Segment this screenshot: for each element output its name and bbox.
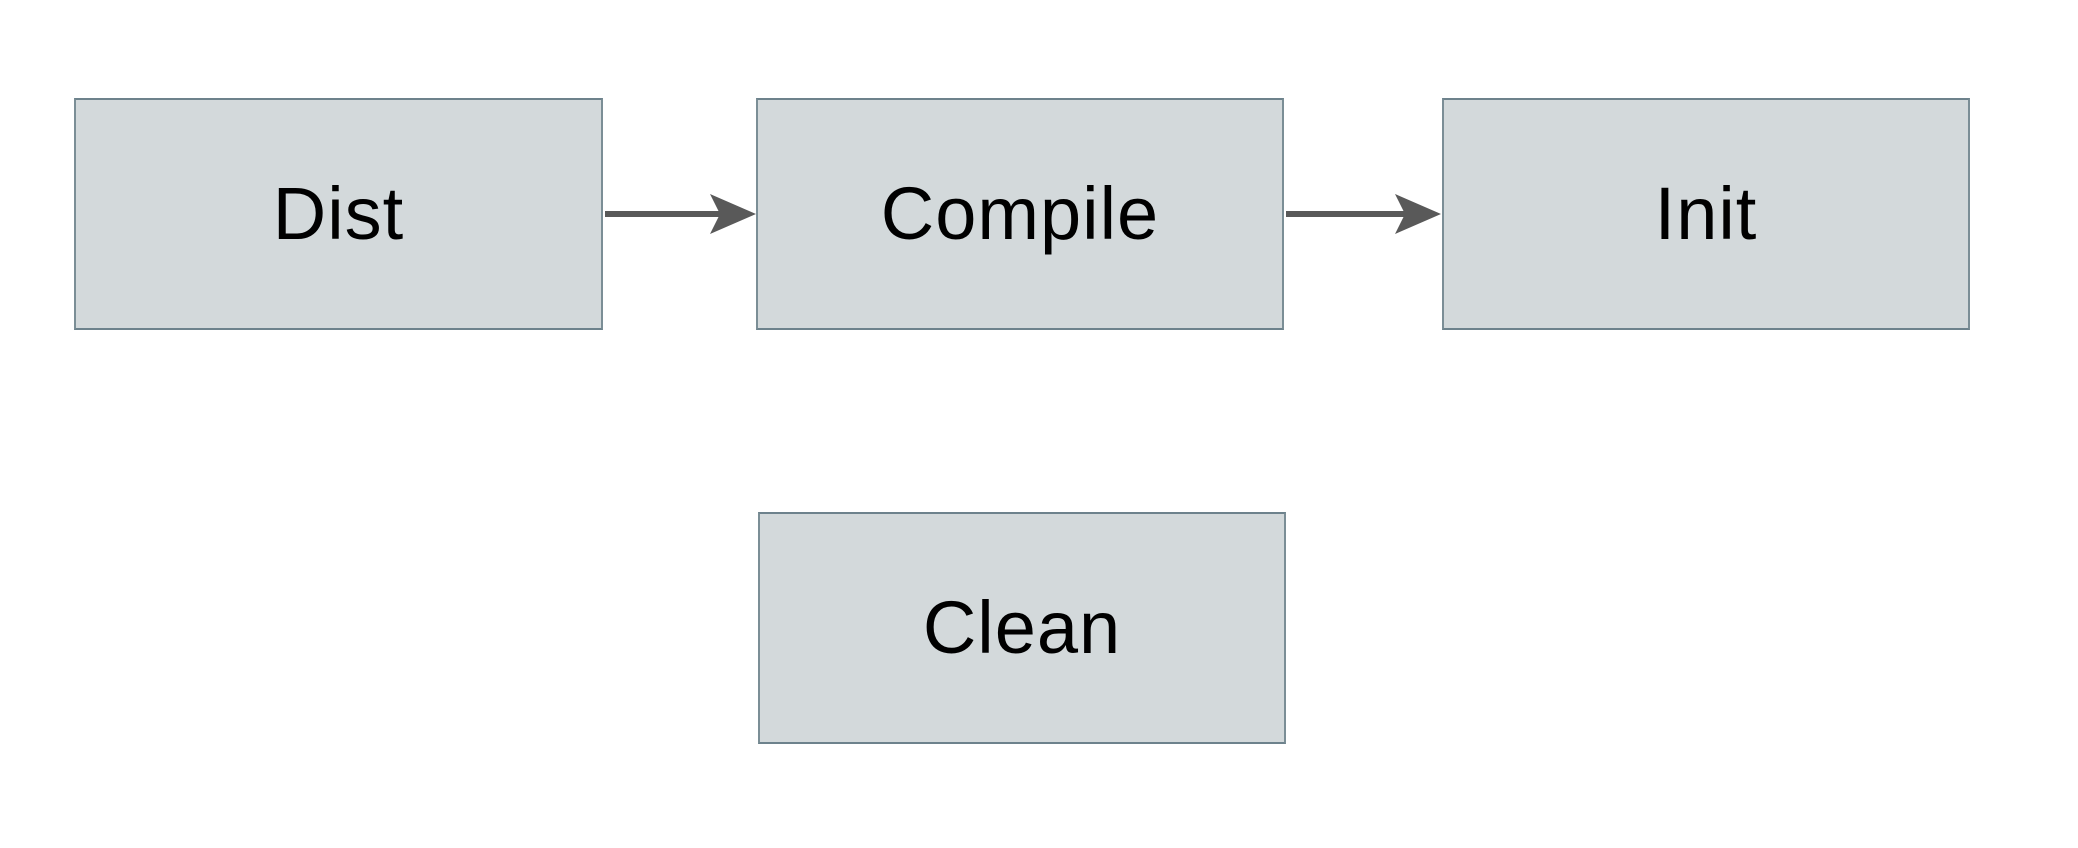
node-dist-label: Dist	[272, 172, 405, 255]
node-compile-label: Compile	[880, 172, 1160, 255]
node-dist: Dist	[74, 98, 603, 330]
node-init: Init	[1442, 98, 1970, 330]
node-clean-label: Clean	[922, 586, 1122, 669]
node-compile: Compile	[756, 98, 1284, 330]
node-clean: Clean	[758, 512, 1286, 744]
arrow-compile-to-init	[1286, 194, 1441, 234]
arrow-dist-to-compile	[605, 194, 756, 234]
node-init-label: Init	[1654, 172, 1758, 255]
